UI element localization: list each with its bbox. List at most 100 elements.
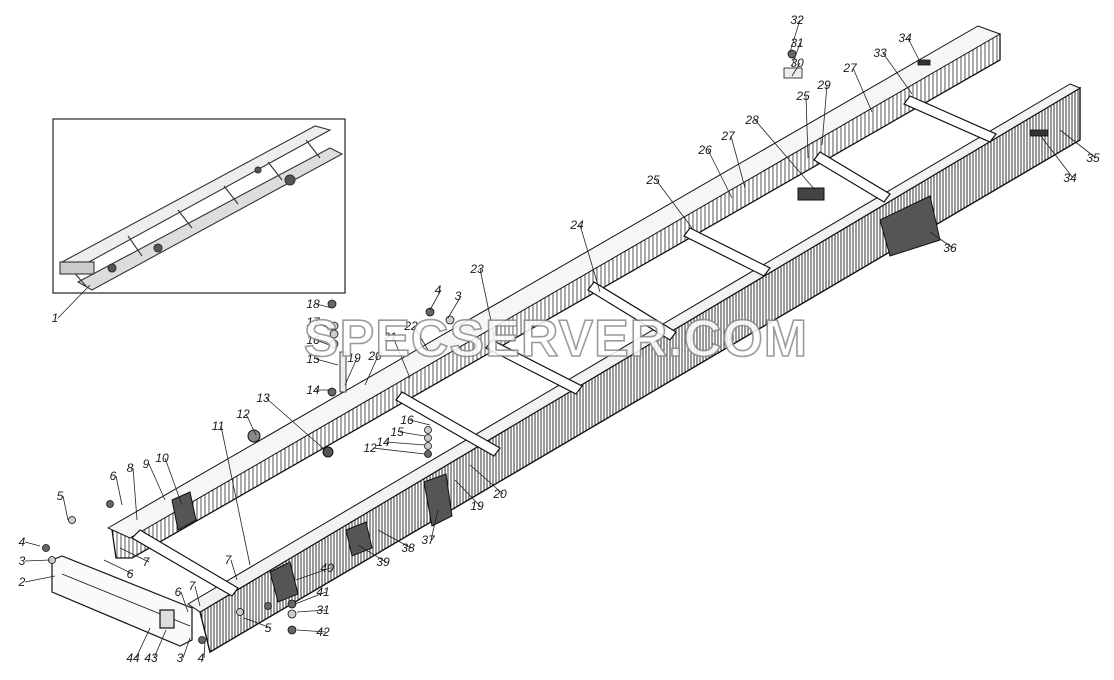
- bracket-middle-right: [423, 473, 453, 527]
- callout-label-c6b: 6: [127, 567, 134, 581]
- tag-plate-top: [917, 59, 931, 66]
- leader-line-c41: [294, 591, 327, 605]
- nut-g3: [198, 636, 206, 644]
- leader-line-c3c: [447, 295, 462, 319]
- leader-line-c24: [579, 224, 601, 293]
- leader-line-c5a: [62, 495, 69, 521]
- callout-label-c38: 38: [401, 541, 415, 555]
- front-bumper: [51, 555, 193, 647]
- callout-label-c25b: 25: [795, 89, 810, 103]
- washer-b3: [424, 442, 432, 450]
- callout-label-c3b: 3: [177, 651, 184, 665]
- right-rail-top-flange: [187, 83, 1082, 613]
- callout-label-c35: 35: [1086, 151, 1100, 165]
- inset-bracket-a: [107, 263, 117, 273]
- leader-line-c13: [265, 397, 326, 451]
- bracket-front-right: [269, 561, 299, 603]
- callout-label-c1: 1: [52, 311, 59, 325]
- nut-f3: [68, 516, 76, 524]
- leader-line-c25b: [805, 95, 809, 159]
- callout-label-c44: 44: [126, 651, 140, 665]
- callout-label-c33: 33: [873, 46, 887, 60]
- callout-label-c4c: 4: [435, 283, 442, 297]
- leader-line-c37: [430, 509, 439, 541]
- spring-brackets: [171, 187, 941, 603]
- nut-f4: [106, 500, 114, 508]
- bracket-rear-right: [879, 195, 941, 257]
- leader-line-c5b: [243, 617, 272, 629]
- callout-label-c2: 2: [18, 575, 26, 589]
- callout-label-c16b: 16: [400, 413, 414, 427]
- callout-label-c29: 29: [816, 78, 831, 92]
- leader-line-c3a: [24, 559, 51, 562]
- callout-label-c9: 9: [143, 457, 150, 471]
- leader-line-c14b: [385, 441, 426, 446]
- callout-label-c23: 23: [469, 262, 484, 276]
- callout-label-c6c: 6: [175, 585, 182, 599]
- callout-label-c41: 41: [316, 585, 329, 599]
- leader-line-c26: [707, 149, 733, 199]
- nut-c: [425, 307, 435, 317]
- callout-label-c6a: 6: [110, 469, 117, 483]
- leader-line-c10: [164, 457, 183, 506]
- leader-line-c27a: [730, 135, 746, 189]
- callout-label-c12b: 12: [363, 441, 377, 455]
- bracket-front-left: [171, 491, 197, 531]
- callout-label-c32: 32: [790, 13, 804, 27]
- callout-label-c5a: 5: [57, 489, 64, 503]
- bolt-a: [327, 299, 337, 309]
- leader-line-c19a: [344, 357, 358, 386]
- inset-bracket-d: [254, 166, 262, 174]
- leader-line-c6b: [103, 559, 134, 575]
- callout-label-c10: 10: [155, 451, 169, 465]
- callout-label-c19a: 19: [347, 351, 361, 365]
- leader-line-c4b: [203, 641, 206, 659]
- leader-line-c23: [479, 268, 496, 341]
- callout-label-c43: 43: [144, 651, 158, 665]
- bolt-e: [287, 625, 297, 635]
- cross-member-4: [587, 281, 677, 341]
- callout-label-c3c: 3: [455, 289, 462, 303]
- bracket-shackle: [345, 521, 373, 557]
- leader-line-c30: [791, 62, 801, 77]
- bracket-pad-rear: [797, 187, 825, 201]
- bracket-eye-a: [322, 446, 334, 458]
- left-rail-top-flange: [106, 25, 1002, 539]
- nut-g2: [264, 602, 272, 610]
- inset-chassis-sketch: [59, 125, 344, 291]
- cross-member-rear: [903, 95, 997, 143]
- callout-label-c14b: 14: [376, 435, 390, 449]
- cross-member-6: [813, 151, 891, 203]
- callout-label-c14a: 14: [306, 383, 320, 397]
- plate-d: [783, 67, 803, 79]
- callout-label-c31b: 31: [316, 603, 329, 617]
- leader-line-c35: [1059, 129, 1097, 159]
- callout-label-c20a: 20: [367, 349, 382, 363]
- inset-cross-6: [305, 139, 321, 159]
- inset-cross-3: [177, 209, 193, 229]
- leader-line-c2: [24, 575, 56, 583]
- callout-label-c7c: 7: [225, 553, 233, 567]
- nut-b: [424, 450, 432, 458]
- leader-line-c20a: [364, 355, 379, 386]
- callout-label-c15b: 15: [390, 425, 404, 439]
- callout-label-c18: 18: [306, 297, 320, 311]
- nut-e1: [287, 599, 297, 609]
- callout-label-c25a: 25: [645, 173, 660, 187]
- leader-line-c29: [821, 84, 828, 146]
- leader-line-c8: [132, 467, 138, 521]
- cross-member-front: [131, 529, 239, 597]
- callout-label-c34b: 34: [1063, 171, 1077, 185]
- inset-cross-5: [267, 161, 283, 181]
- callout-label-c36: 36: [943, 241, 957, 255]
- callout-label-c21: 21: [382, 330, 396, 344]
- leader-line-c19b: [454, 479, 481, 507]
- callout-label-c39: 39: [376, 555, 390, 569]
- leader-line-c3b: [182, 637, 191, 659]
- leader-line-c40: [295, 567, 331, 581]
- leader-line-c7a: [119, 547, 150, 563]
- leader-line-c17: [315, 321, 333, 331]
- leader-line-c27b: [852, 67, 873, 113]
